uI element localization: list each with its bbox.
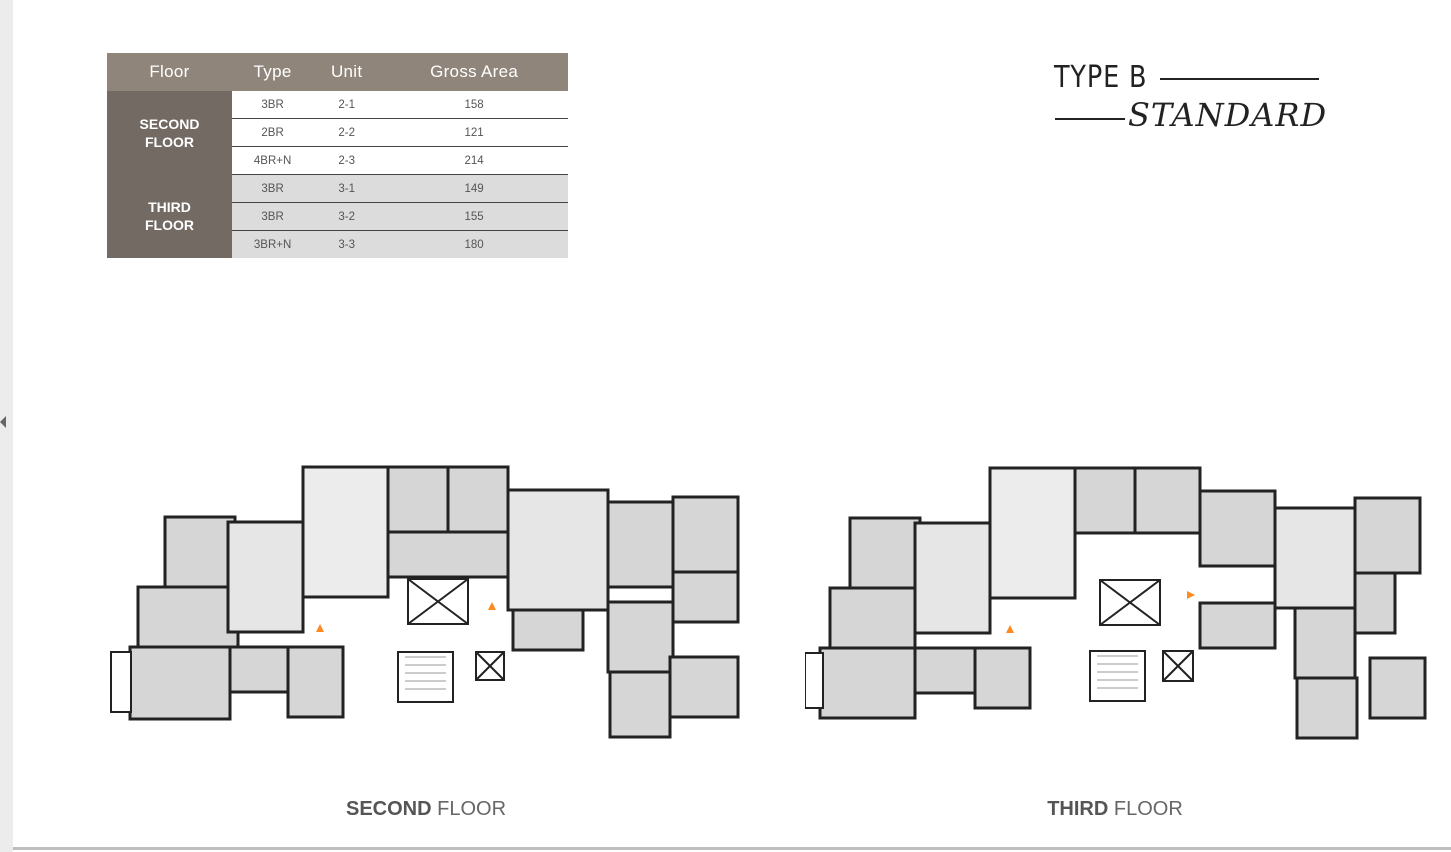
room [848,516,922,590]
floor-label-sub: FLOOR [145,217,194,234]
room [386,465,450,534]
room [606,600,675,674]
room [511,608,585,652]
unit-cell: 2-2 [313,118,381,147]
table-row: SECOND FLOOR 3BR 2-1 158 [107,91,568,175]
second-floor-plan [110,465,740,739]
second-floor-caption: SECOND FLOOR [226,798,626,821]
table-row: THIRD FLOOR 3BR 3-1 149 [107,174,568,258]
room [1368,656,1427,720]
left-sidebar-strip [0,0,13,852]
room [608,670,672,739]
header-unit: Unit [313,53,381,91]
type-cell: 3BR [232,202,314,231]
type-cell: 3BR [232,91,314,119]
unit-cell: 3-2 [313,202,381,231]
caption-bold: SECOND [345,798,432,820]
table-row: 4BR+N 2-3 214 [107,146,568,175]
type-cell: 2BR [232,118,314,147]
room [226,520,305,634]
room [1273,506,1357,610]
floor-label: SECOND [139,115,200,132]
room [818,646,917,720]
room [1353,571,1397,635]
table-row: 3BR 3-2 155 [107,202,568,231]
caption-rest: FLOOR [1108,798,1183,820]
area-cell: 180 [380,230,568,258]
room [128,645,232,721]
room [1353,496,1422,575]
unit-cell: 3-3 [313,230,381,258]
staircase [397,651,454,703]
staircase [1089,650,1146,702]
type-subtitle: STANDARD [1128,96,1328,134]
area-cell: 158 [380,91,568,119]
room [1133,466,1202,535]
room [1295,676,1359,740]
header-floor: Floor [107,53,232,91]
type-cell: 4BR+N [232,146,314,175]
floor-cell-second: SECOND FLOOR [107,91,232,175]
floor-label-sub: FLOOR [145,133,194,150]
unit-cell: 3-1 [313,174,381,203]
type-cell: 3BR [232,174,314,203]
floor-cell-third: THIRD FLOOR [107,174,232,258]
unit-area-table: Floor Type Unit Gross Area SECOND FLOOR … [107,53,568,258]
table-header-row: Floor Type Unit Gross Area [107,53,568,91]
title-rule [1160,78,1319,80]
area-cell: 214 [380,146,568,175]
area-cell: 121 [380,118,568,147]
header-gross-area: Gross Area [380,53,568,91]
room [163,515,237,589]
third-floor-plan [805,466,1427,740]
room [671,570,740,624]
room [671,495,740,574]
previous-page-arrow-icon[interactable] [0,416,6,428]
bottom-divider [13,847,1451,850]
room [1293,606,1357,680]
room [386,530,510,579]
type-cell: 3BR+N [232,230,314,258]
room [1073,466,1137,535]
room [286,645,345,719]
room [988,466,1077,600]
floor-label: THIRD [148,199,191,216]
room [1198,601,1277,650]
room [973,646,1032,710]
caption-bold: THIRD [1047,798,1109,820]
room [913,521,992,635]
room [301,465,390,599]
table-row: 3BR+N 3-3 180 [107,230,568,258]
room [136,585,240,649]
unit-cell: 2-3 [313,146,381,175]
room [606,500,675,589]
room [668,655,740,719]
room [446,465,510,534]
balcony [805,652,824,709]
table-row: 2BR 2-2 121 [107,118,568,147]
room [913,646,977,695]
unit-cell: 2-1 [313,91,381,119]
header-type: Type [232,53,314,91]
room [506,488,610,612]
room [228,645,292,694]
room [1198,489,1277,568]
subtitle-rule [1055,118,1125,120]
area-cell: 155 [380,202,568,231]
balcony [110,651,132,713]
type-title: TYPE B [1054,60,1148,95]
area-cell: 149 [380,174,568,203]
third-floor-caption: THIRD FLOOR [915,798,1315,821]
caption-rest: FLOOR [431,798,507,820]
room [828,586,917,650]
